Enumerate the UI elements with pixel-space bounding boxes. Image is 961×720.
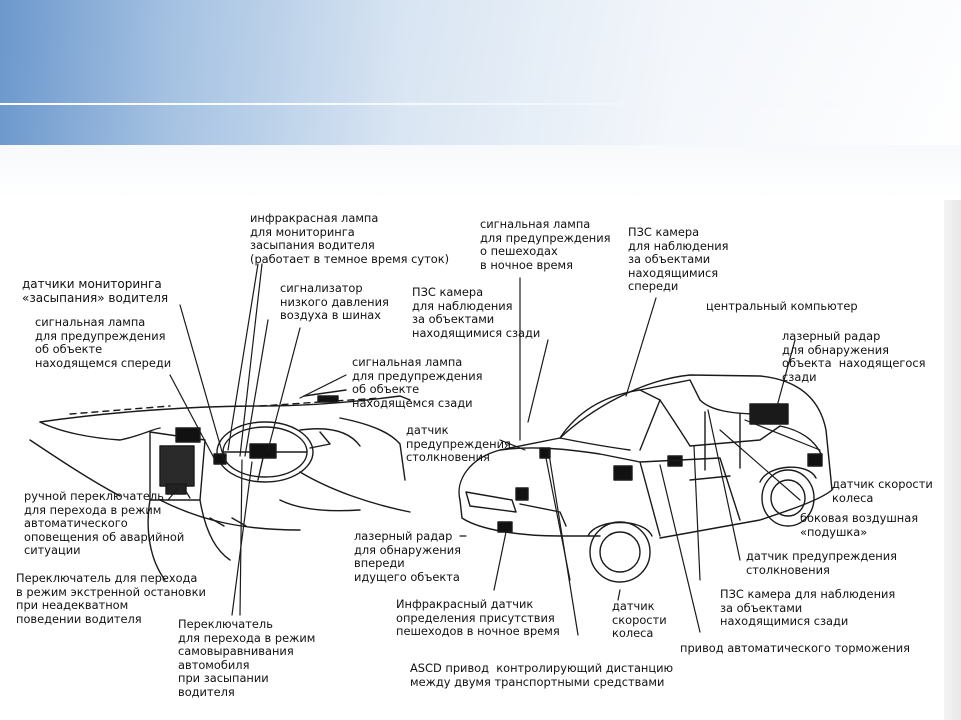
label-ir-lamp: инфракрасная лампа для мониторинга засып… xyxy=(250,211,450,266)
header-divider xyxy=(0,103,961,105)
label-tire-pressure: сигнализатор низкого давления воздуха в … xyxy=(280,281,389,323)
label-self-level-switch: Переключатель для перехода в режим самов… xyxy=(178,617,316,699)
vehicle-safety-diagram: инфракрасная лампа для мониторинга засып… xyxy=(0,200,944,720)
car-interior-drawing xyxy=(29,389,411,581)
label-manual-switch: ручной переключатель для перехода в режи… xyxy=(24,489,185,558)
label-ccd-front: ПЗС камера для наблюдения за объектами н… xyxy=(628,225,729,294)
label-rear-warning-lamp: сигнальная лампа для предупреждения об о… xyxy=(352,355,483,410)
slide-right-edge xyxy=(944,200,961,720)
diagram-artwork xyxy=(29,263,833,636)
label-laser-radar-rear: лазерный радар для обнаружения объекта н… xyxy=(782,329,926,384)
label-emergency-switch: Переключатель для перехода в режим экстр… xyxy=(16,571,206,626)
label-ccd-rear-top: ПЗС камера для наблюдения за объектами н… xyxy=(412,285,541,340)
label-front-warning-lamp: сигнальная лампа для предупреждения об о… xyxy=(35,315,172,370)
label-laser-radar-front: лазерный радар для обнаружения впереди и… xyxy=(354,529,461,584)
label-wheel-speed-sensor-rear: датчик скорости колеса xyxy=(832,477,933,505)
label-ascd: ASCD привод контролирующий дистанцию меж… xyxy=(410,661,674,689)
label-auto-brake: привод автоматического торможения xyxy=(680,641,910,655)
label-ccd-rear-bottom: ПЗС камера для наблюдения за объектами н… xyxy=(720,587,896,629)
car-exterior-drawing xyxy=(458,374,833,583)
label-wheel-speed-sensor-front: датчик скорости колеса xyxy=(612,599,667,641)
leader-lines xyxy=(167,263,821,636)
slide-header xyxy=(0,0,961,200)
header-gradient-band xyxy=(0,0,961,145)
label-collision-sensor-front: датчик предупреждения столкновения xyxy=(406,423,511,465)
label-drowsiness-sensors: датчики мониторинга «засыпания» водителя xyxy=(22,277,169,305)
label-central-computer: центральный компьютер xyxy=(706,299,858,313)
label-collision-sensor-side: датчик предупреждения столкновения xyxy=(746,549,897,577)
label-ir-pedestrian: Инфракрасный датчик определения присутст… xyxy=(396,597,560,639)
label-side-airbag: боковая воздушная «подушка» xyxy=(800,511,919,539)
label-pedestrian-lamp: сигнальная лампа для предупреждения о пе… xyxy=(480,217,611,272)
